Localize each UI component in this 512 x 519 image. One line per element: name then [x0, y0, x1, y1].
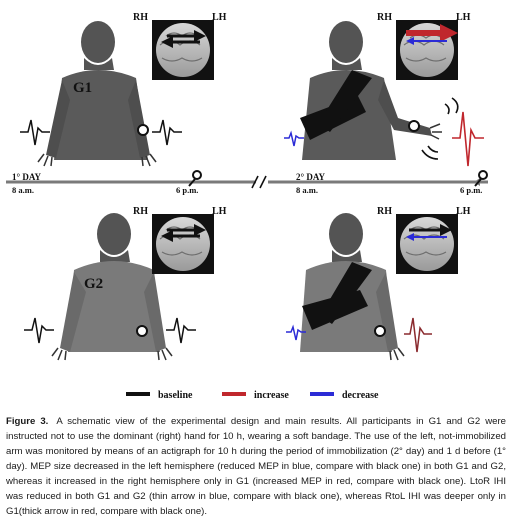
mep-trace-baseline: [166, 317, 196, 344]
mep-trace-increase: [452, 111, 484, 167]
timeline-break: [251, 175, 267, 189]
panel-g2-day2: RH LH: [286, 206, 471, 361]
mep-trace-baseline: [20, 119, 50, 146]
legend-label: increase: [254, 390, 289, 401]
mep-trace-baseline: [404, 317, 432, 353]
person-g1-day1: [37, 21, 157, 167]
legend: baseline increase decrease: [126, 390, 379, 401]
person-g2-day2-sling: [300, 213, 405, 361]
actigraph-icon: [137, 124, 149, 136]
group-label-g2: G2: [84, 276, 103, 292]
rh-label: RH: [133, 12, 148, 23]
lh-label: LH: [456, 206, 471, 217]
person-g1-day2-sling: [300, 21, 442, 160]
day1-start: 8 a.m.: [12, 185, 34, 195]
lh-label: LH: [212, 12, 227, 23]
motion-lines: [421, 145, 439, 160]
lh-label: LH: [212, 206, 227, 217]
panel-g1-day2: RH LH: [284, 12, 484, 167]
figure-area: G1 RH LH: [6, 12, 488, 401]
actigraph-icon: [136, 325, 148, 337]
clock-icon: [188, 170, 202, 187]
day2-start: 8 a.m.: [296, 185, 318, 195]
caption-text: A schematic view of the experimental des…: [6, 416, 506, 517]
brain-scan-g1-day1: [152, 20, 214, 80]
day2-end: 6 p.m.: [460, 185, 482, 195]
legend-item-baseline: baseline: [126, 390, 193, 401]
clock-icon: [474, 170, 488, 187]
legend-item-decrease: decrease: [310, 390, 379, 401]
day2-label: 2° DAY: [296, 172, 326, 182]
group-label-g1: G1: [73, 80, 92, 96]
figure-caption: Figure 3.A schematic view of the experim…: [6, 414, 506, 519]
actigraph-icon: [408, 120, 420, 132]
actigraph-icon: [374, 325, 386, 337]
legend-label: baseline: [158, 390, 193, 401]
mep-trace-baseline: [152, 119, 182, 146]
timeline: 1° DAY 8 a.m. 6 p.m. 2° DAY 8 a.m. 6 p.m…: [6, 170, 488, 195]
mep-trace-baseline: [24, 317, 54, 344]
motion-lines: [444, 97, 459, 115]
figure-svg: G1 RH LH: [6, 12, 488, 401]
panel-g2-day1: G2 RH LH: [24, 206, 227, 361]
brain-scan-g1-day2: [396, 20, 458, 80]
brain-scan-g2-day1: [152, 214, 214, 274]
legend-item-increase: increase: [222, 390, 289, 401]
rh-label: RH: [377, 206, 392, 217]
panel-g1-day1: G1 RH LH: [20, 12, 227, 167]
rh-label: RH: [377, 12, 392, 23]
legend-label: decrease: [342, 390, 379, 401]
figure-label: Figure 3.: [6, 416, 49, 427]
day1-label: 1° DAY: [12, 172, 42, 182]
day1-end: 6 p.m.: [176, 185, 198, 195]
mep-trace-decrease: [286, 324, 306, 341]
rh-label: RH: [133, 206, 148, 217]
mep-trace-decrease: [284, 130, 304, 147]
lh-label: LH: [456, 12, 471, 23]
brain-scan-g2-day2: [396, 214, 458, 274]
